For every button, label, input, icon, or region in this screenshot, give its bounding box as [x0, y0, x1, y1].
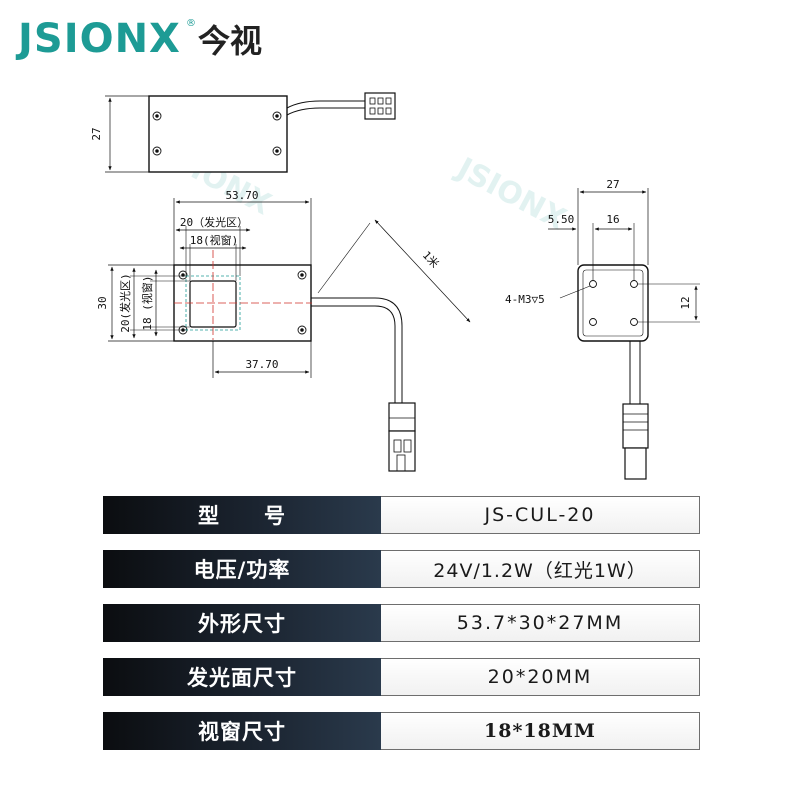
spec-label: 电压/功率	[103, 550, 381, 588]
technical-drawing: JSIONX ® 今视 JSIONX JSIONX JSIONX 27	[15, 16, 700, 480]
front-offset-label: 37.70	[245, 358, 278, 371]
front-emit-height-label: 20(发光区)	[118, 273, 132, 333]
spec-value: 20*20MM	[381, 658, 700, 696]
brand-chinese-name: 今视	[198, 22, 262, 60]
front-view	[108, 198, 471, 472]
spec-label: 型 号	[103, 496, 381, 534]
spec-row-model: 型 号 JS-CUL-20	[103, 496, 700, 534]
spec-row-dimensions: 外形尺寸 53.7*30*27MM	[103, 604, 700, 642]
registered-mark: ®	[186, 18, 196, 29]
spec-label: 外形尺寸	[103, 604, 381, 642]
spec-value: 18*18MM	[381, 712, 700, 750]
spec-row-emit-area: 发光面尺寸 20*20MM	[103, 658, 700, 696]
cable-length-label: 1米	[420, 249, 442, 271]
side-offset-label: 5.50	[548, 213, 575, 226]
side-hole-label: 4-M3▽5	[505, 293, 545, 306]
front-width-label: 53.70	[225, 189, 258, 202]
side-width-label: 27	[606, 178, 619, 191]
spec-value: 53.7*30*27MM	[381, 604, 700, 642]
spec-table: 型 号 JS-CUL-20 电压/功率 24V/1.2W（红光1W） 外形尺寸 …	[103, 496, 700, 766]
spec-label: 发光面尺寸	[103, 658, 381, 696]
front-window-width-label: 18(视窗)	[190, 233, 239, 247]
side-hole-spacing-label: 16	[606, 213, 619, 226]
front-height-label: 30	[96, 296, 109, 309]
spec-label: 视窗尺寸	[103, 712, 381, 750]
front-emit-width-label: 20（发光区）	[180, 215, 248, 229]
spec-row-window-size: 视窗尺寸 18*18MM	[103, 712, 700, 750]
front-window-height-label: 18 (视窗)	[140, 275, 154, 330]
spec-value: 24V/1.2W（红光1W）	[381, 550, 700, 588]
top-view	[105, 92, 396, 173]
top-view-height-label: 27	[90, 127, 103, 140]
spec-row-voltage-power: 电压/功率 24V/1.2W（红光1W）	[103, 550, 700, 588]
logo-text: JSIONX	[15, 16, 181, 62]
side-hole-vertical-label: 12	[679, 296, 692, 309]
side-view	[548, 188, 700, 480]
spec-value: JS-CUL-20	[381, 496, 700, 534]
brand-logo: JSIONX ® 今视	[15, 16, 262, 62]
